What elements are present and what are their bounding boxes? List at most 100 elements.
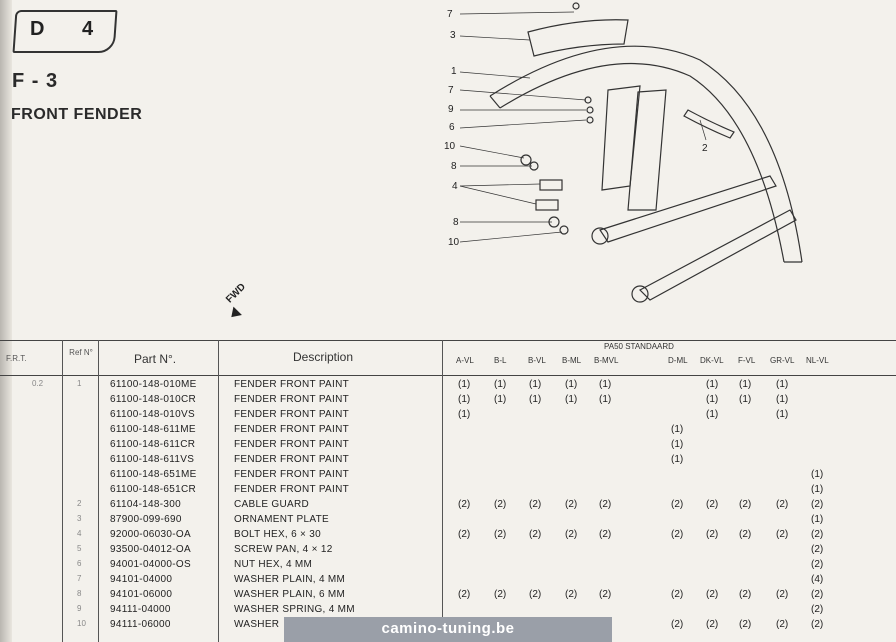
quantity-cell: (1) [811,484,824,495]
part-number-cell: 61100-148-010VS [110,409,195,420]
bolt-upper [539,179,563,191]
variant-header: B-MVL [594,356,619,365]
quantity-cell: (2) [565,589,578,600]
quantity-cell: (2) [739,529,752,540]
quantity-cell: (4) [811,574,824,585]
brace-bar-lower [639,209,797,301]
frt-cell: 0.2 [32,379,44,388]
quantity-cell: (1) [706,409,719,420]
variant-header: F-VL [738,356,756,365]
badge-letter: D [30,18,45,40]
variant-header: B-ML [562,356,582,365]
quantity-cell: (1) [458,379,471,390]
description-cell: ORNAMENT PLATE [234,514,329,525]
ref-cell: 4 [77,529,82,538]
front-fender-diagram: 7 3 1 7 9 6 10 8 4 8 10 2 [440,0,896,320]
quantity-cell: (2) [494,529,507,540]
part-number-cell: 92000-06030-OA [110,529,191,540]
quantity-cell: (2) [739,589,752,600]
table-header-rule [0,375,896,376]
quantity-cell: (2) [671,589,684,600]
quantity-cell: (1) [776,409,789,420]
ref-cell: 3 [77,514,82,523]
header-part-number: Part N°. [134,352,177,366]
page-binding-shadow [0,0,12,642]
quantity-cell: (2) [599,529,612,540]
quantity-cell: (2) [529,529,542,540]
callout-10-upper: 10 [444,141,456,152]
quantity-cell: (2) [811,529,824,540]
bolt-lower [535,199,559,211]
quantity-cell: (1) [599,379,612,390]
description-cell: CABLE GUARD [234,499,309,510]
quantity-cell: (1) [458,409,471,420]
callout-10-lower: 10 [448,237,460,248]
quantity-cell: (1) [529,394,542,405]
part-number-cell: 61100-148-651CR [110,484,197,495]
part-number-cell: 61100-148-611VS [110,454,195,465]
forward-arrow-icon [227,306,242,322]
quantity-cell: (1) [494,394,507,405]
cable-guard-shape [683,109,735,139]
part-number-cell: 61104-148-300 [110,499,181,510]
quantity-cell: (2) [706,499,719,510]
quantity-cell: (2) [776,499,789,510]
part-number-cell: 61100-148-611ME [110,424,196,435]
page-badge [12,10,118,53]
quantity-cell: (1) [671,424,684,435]
callout-3: 3 [450,30,456,41]
col-divider [62,340,63,642]
part-number-cell: 61100-148-651ME [110,469,197,480]
quantity-cell: (2) [529,499,542,510]
quantity-cell: (2) [458,529,471,540]
description-cell: FENDER FRONT PAINT [234,439,350,450]
quantity-cell: (2) [776,529,789,540]
callout-8-lower: 8 [453,217,459,228]
quantity-cell: (2) [529,589,542,600]
quantity-cell: (2) [811,589,824,600]
quantity-cell: (1) [776,394,789,405]
table-top-rule [0,340,896,341]
description-cell: WASHER [234,619,280,630]
part-number-cell: 61100-148-611CR [110,439,196,450]
description-cell: WASHER PLAIN, 6 MM [234,589,346,600]
quantity-cell: (1) [811,469,824,480]
ref-cell: 9 [77,604,82,613]
variant-header: D-ML [668,356,688,365]
header-frt: F.R.T. [6,354,27,363]
part-number-cell: 94111-06000 [110,619,171,630]
quantity-cell: (1) [599,394,612,405]
quantity-cell: (2) [565,499,578,510]
callout-9: 9 [448,104,454,115]
variant-header: B-L [494,356,507,365]
quantity-cell: (2) [706,619,719,630]
header-ref: Ref N° [69,348,93,357]
part-number-cell: 87900-099-690 [110,514,182,525]
ref-cell: 6 [77,559,82,568]
quantity-cell: (1) [706,394,719,405]
quantity-cell: (2) [811,604,824,615]
callout-8-upper: 8 [451,161,457,172]
quantity-cell: (2) [811,499,824,510]
quantity-cell: (2) [671,529,684,540]
quantity-cell: (2) [565,529,578,540]
part-number-cell: 93500-04012-OA [110,544,191,555]
variant-header: B-VL [528,356,546,365]
ref-cell: 8 [77,589,82,598]
quantity-cell: (2) [739,499,752,510]
callout-7-top: 7 [447,9,453,20]
fender-outer-arc [489,45,803,263]
quantity-cell: (2) [494,499,507,510]
fender-stay-right [627,89,667,211]
quantity-cell: (2) [671,499,684,510]
